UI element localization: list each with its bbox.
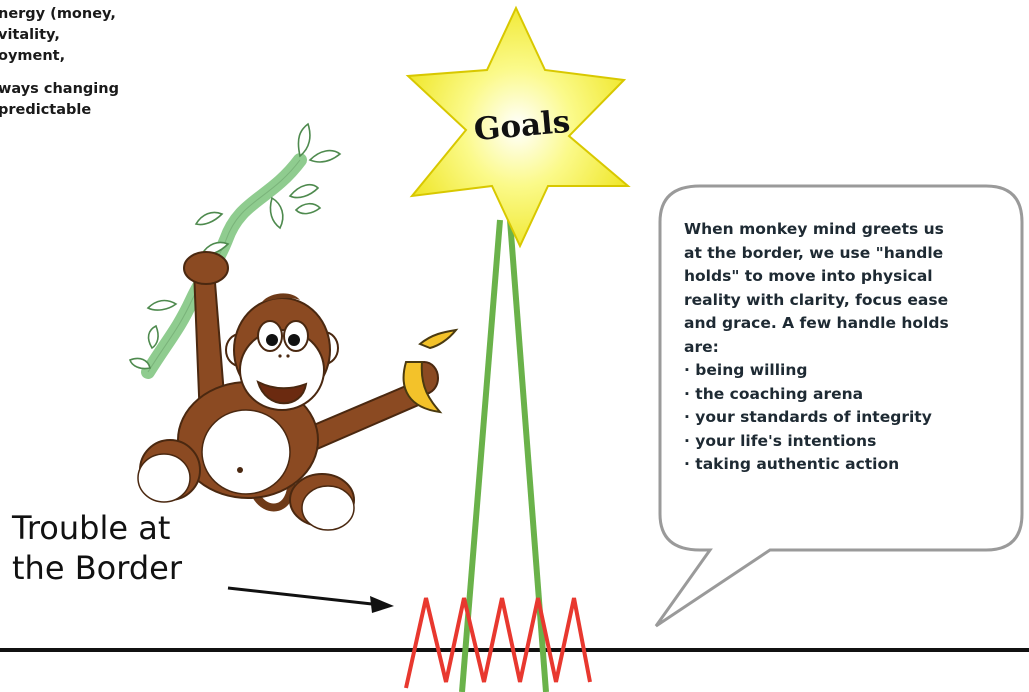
callout-line: at the border, we use "handle bbox=[684, 243, 944, 262]
top-text-line: ways changing bbox=[0, 81, 119, 97]
top-text-line: vitality, bbox=[0, 27, 60, 43]
callout-line: and grace. A few handle holds bbox=[684, 314, 949, 332]
top-text-line: nergy (money, bbox=[0, 6, 116, 22]
top-text-line: predictable bbox=[0, 102, 92, 118]
callout-bullet-item: · being willing bbox=[684, 361, 808, 379]
goals-star bbox=[405, 5, 631, 249]
bullet-icon: · bbox=[684, 455, 690, 473]
callout-bullet-item: · your life's intentions bbox=[684, 431, 877, 450]
callout-line: holds" to move into physical bbox=[684, 267, 933, 285]
trouble-at-border-label: Trouble at the Border bbox=[12, 508, 182, 588]
callout-bullet-item: · the coaching arena bbox=[684, 384, 864, 403]
callout-line: are: bbox=[684, 337, 719, 356]
bullet-icon: · bbox=[684, 384, 690, 403]
border-label-line2: the Border bbox=[12, 549, 182, 587]
border-arrow bbox=[227, 586, 394, 613]
callout-bullet-item: · taking authentic action bbox=[684, 455, 900, 473]
monkey-illustration bbox=[137, 251, 459, 531]
callout-bullet-item: · your standards of integrity bbox=[684, 408, 932, 426]
top-left-text: nergy (money, vitality, oyment, ways cha… bbox=[0, 4, 148, 121]
bullet-icon: · bbox=[684, 408, 690, 426]
speech-bubble bbox=[654, 184, 1024, 628]
top-text-line bbox=[0, 67, 148, 79]
callout-line: When monkey mind greets us bbox=[684, 220, 944, 238]
callout-text: When monkey mind greets us at the border… bbox=[684, 218, 1014, 477]
top-text-line: oyment, bbox=[0, 48, 66, 64]
border-label-line1: Trouble at bbox=[12, 509, 171, 547]
bullet-icon: · bbox=[684, 361, 690, 379]
callout-line: reality with clarity, focus ease bbox=[684, 290, 949, 309]
bullet-icon: · bbox=[684, 431, 690, 450]
border-zigzag bbox=[404, 597, 592, 689]
